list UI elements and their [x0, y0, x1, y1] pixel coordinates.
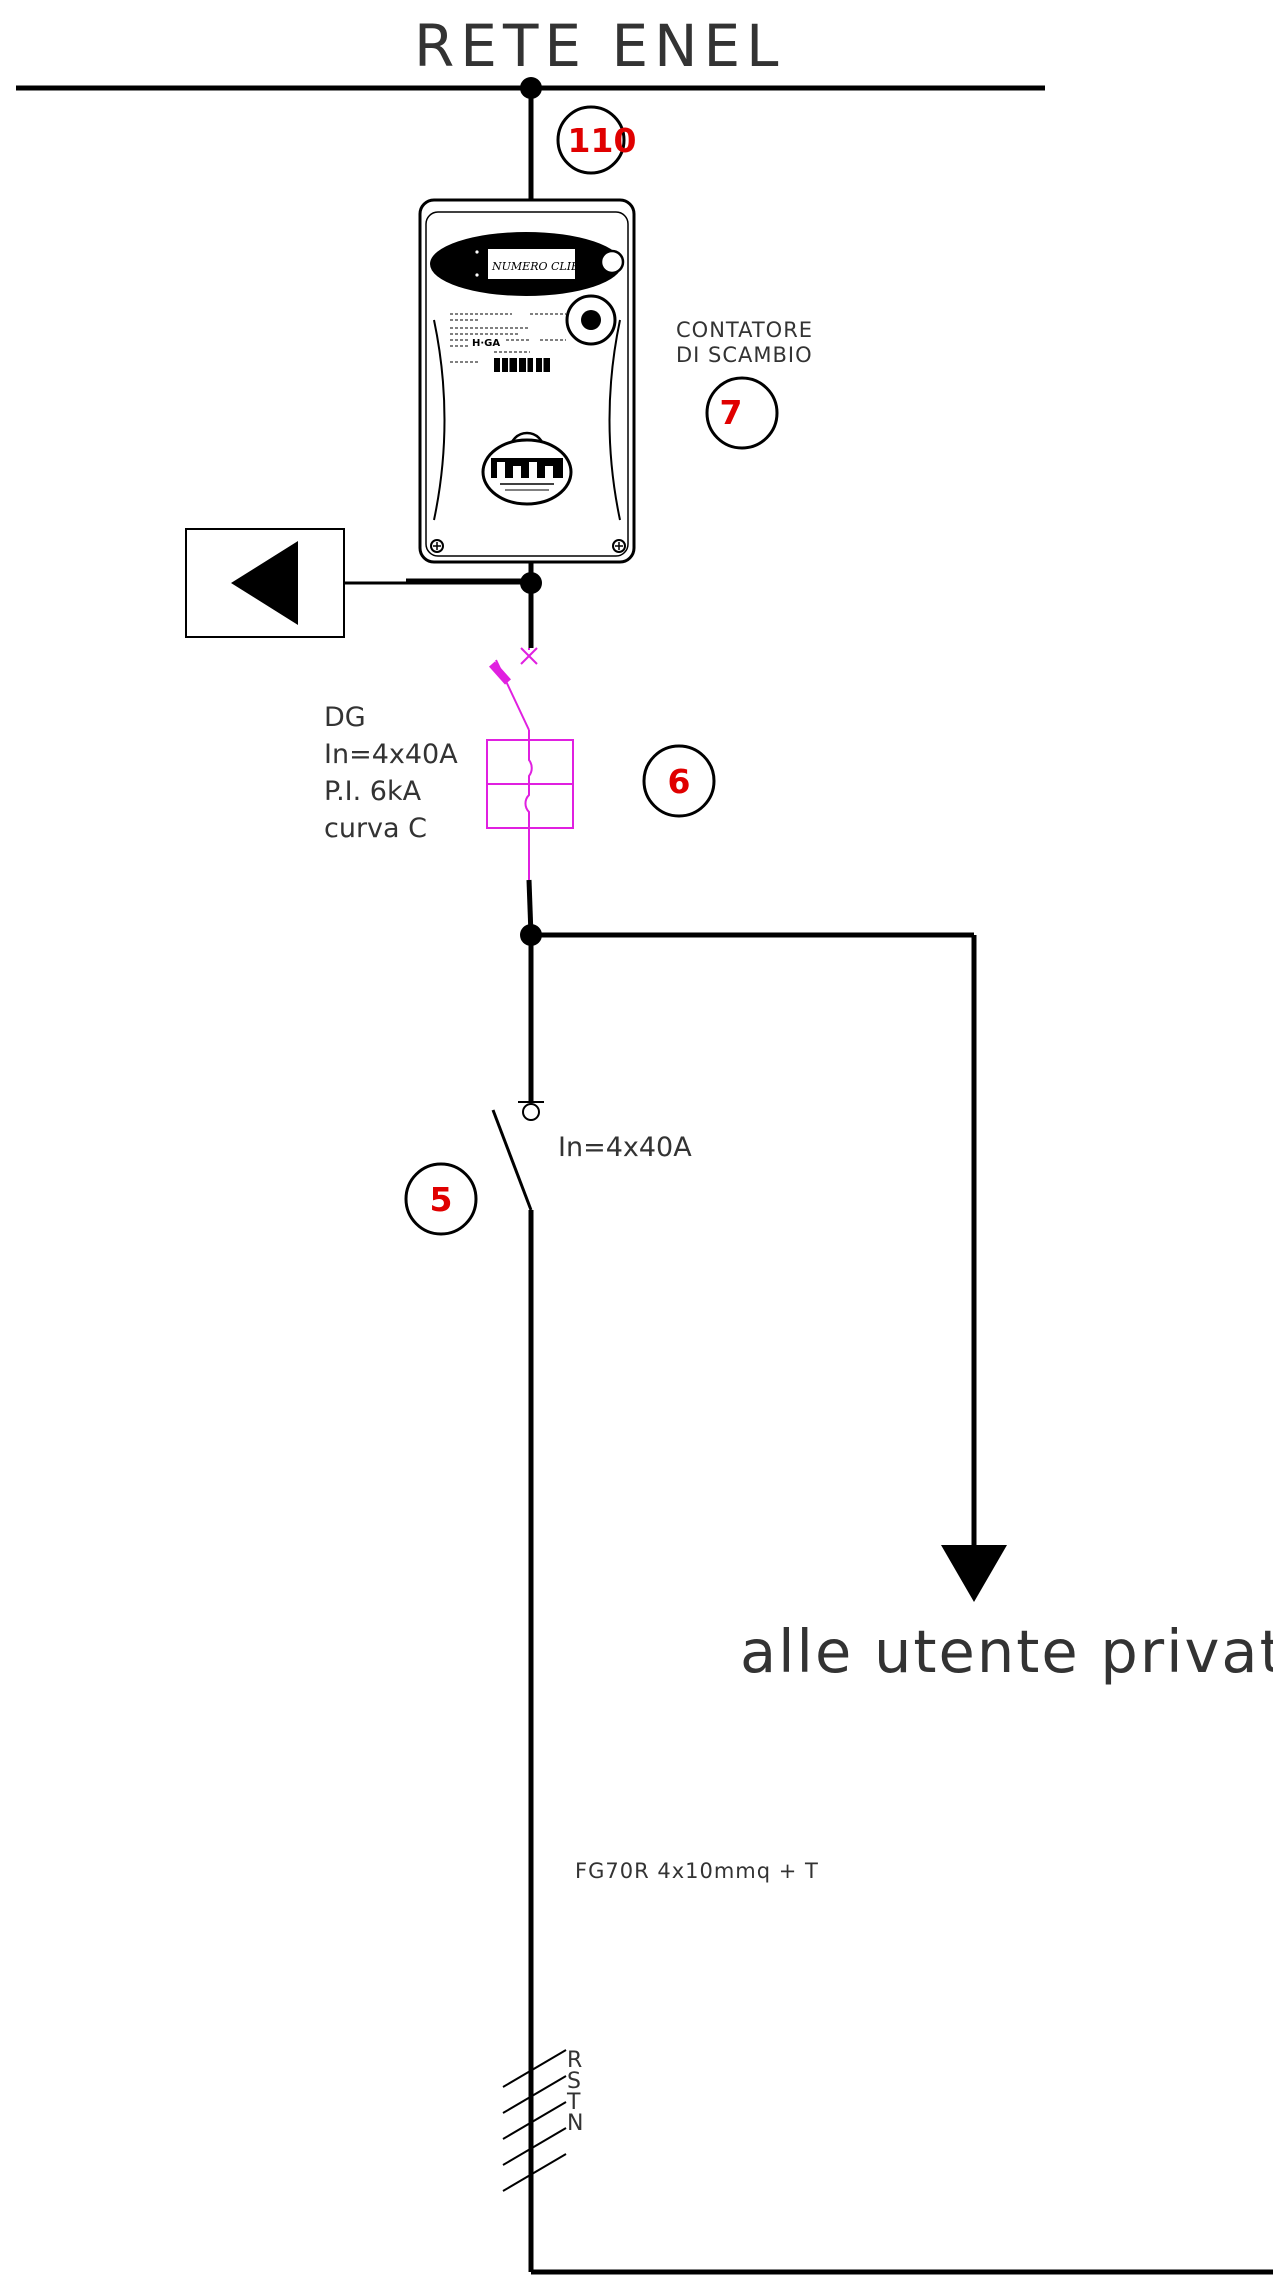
private-load-label: alle utente private — [740, 1617, 1273, 1686]
svg-text:7: 7 — [720, 393, 743, 432]
meter-led — [599, 249, 625, 275]
phase-label-s: S — [567, 2069, 581, 2094]
meter-label-line2: DI SCAMBIO — [676, 343, 813, 367]
phase-label-r: R — [567, 2048, 582, 2073]
meter-display: NUMERO CLIENTE — [430, 232, 622, 296]
meter-brand-mark: H·GA — [472, 338, 500, 349]
badge-7: 7 — [705, 376, 779, 450]
meter-screw — [612, 539, 626, 553]
meter-barcode — [494, 358, 550, 372]
svg-text:5: 5 — [430, 1180, 453, 1219]
badge-110: 110 — [556, 105, 637, 175]
switch-rating-label: In=4x40A — [558, 1132, 692, 1163]
left-arrow-icon — [231, 541, 298, 625]
meter-button — [565, 294, 617, 346]
meter-screw — [430, 539, 444, 553]
dg-label-line3: P.I. 6kA — [324, 776, 422, 807]
cable-spec-label: FG70R 4x10mmq + T — [575, 1859, 819, 1883]
meter-display-text: NUMERO CLIENTE — [491, 260, 604, 273]
meter-label-line1: CONTATORE — [676, 318, 813, 342]
dg-label-line1: DG — [324, 702, 366, 733]
svg-text:6: 6 — [668, 762, 691, 801]
dg-label-line2: In=4x40A — [324, 739, 458, 770]
dg-label-line4: curva C — [324, 813, 427, 844]
svg-text:110: 110 — [568, 121, 637, 160]
phase-label-t: T — [566, 2090, 581, 2115]
export-arrow-box — [185, 528, 345, 638]
meter-fine-print — [450, 313, 566, 363]
badge-6: 6 — [642, 744, 716, 818]
phase-marks — [502, 2049, 567, 2192]
exchange-meter: NUMERO CLIENTE H·GA — [418, 198, 636, 564]
down-arrow-icon — [941, 1545, 1007, 1602]
disconnect-switch — [491, 1101, 544, 1211]
grid-label: RETE ENEL — [414, 12, 784, 80]
meter-terminal-block — [481, 431, 573, 506]
dg-breaker — [486, 647, 574, 880]
badge-5: 5 — [404, 1162, 478, 1236]
phase-label-n: N — [567, 2111, 583, 2136]
